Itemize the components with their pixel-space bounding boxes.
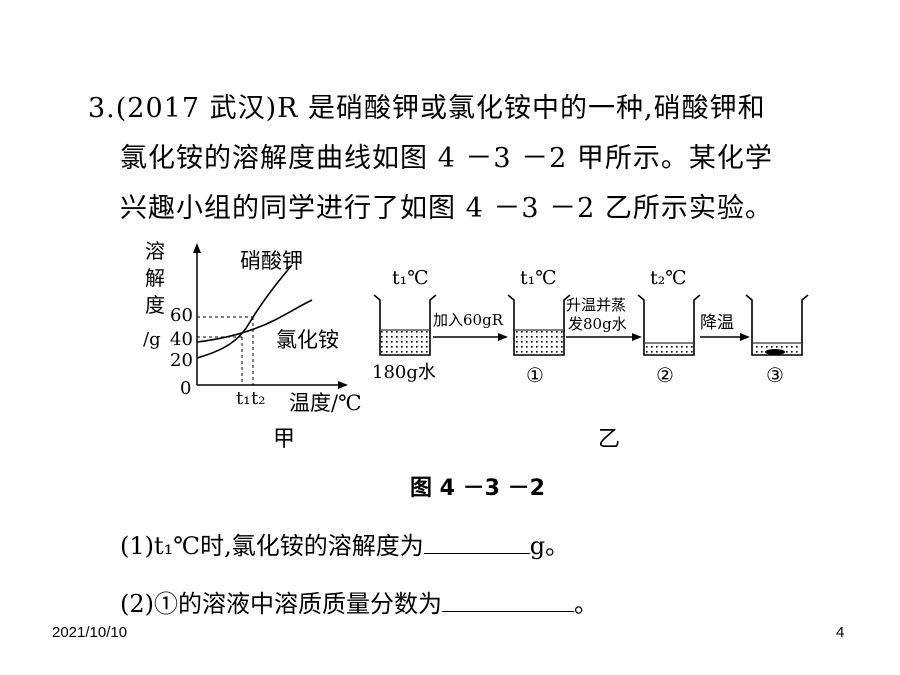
arrow-2-head bbox=[632, 333, 642, 341]
step-1-label: 加入60gR bbox=[433, 311, 504, 329]
beaker-2 bbox=[637, 294, 701, 356]
panel-label-yi: 乙 bbox=[598, 427, 620, 452]
sub-question-2: (2)①的溶液中溶质质量分数为 。 bbox=[120, 584, 598, 619]
step-2-label-line-1: 升温并蒸 bbox=[566, 296, 626, 314]
y-tick-0: 0 bbox=[180, 378, 191, 399]
sub-question-1-text: (1)t₁℃时,氯化铵的溶解度为 bbox=[120, 532, 424, 560]
y-axis-unit: /g bbox=[143, 329, 161, 350]
curve-label-nh4cl: 氯化铵 bbox=[276, 328, 339, 352]
answer-blank-1[interactable] bbox=[423, 551, 530, 554]
question-line-2: 氯化铵的溶解度曲线如图 4 －3 －2 甲所示。某化学 bbox=[120, 143, 773, 174]
beaker-0-label: 180g水 bbox=[372, 362, 436, 383]
arrow-3-head bbox=[740, 333, 750, 341]
sub-question-1: (1)t₁℃时,氯化铵的溶解度为 g。 bbox=[120, 526, 569, 561]
x-axis-arrow bbox=[338, 381, 348, 389]
arrow-1-head bbox=[498, 333, 508, 341]
y-tick-60: 60 bbox=[170, 305, 193, 326]
x-tick-t2: t₂ bbox=[251, 388, 265, 409]
curve-label-kno3: 硝酸钾 bbox=[240, 249, 303, 273]
curve-ammonium-chloride bbox=[196, 299, 313, 343]
step-2-label-line-2: 发80g水 bbox=[568, 315, 627, 333]
beaker-1-temp: t₁℃ bbox=[520, 267, 557, 289]
question-line-1: 3.(2017 武汉)R 是硝酸钾或氯化铵中的一种,硝酸钾和 bbox=[88, 93, 766, 124]
x-axis-label: 温度/℃ bbox=[289, 391, 362, 415]
sub-question-1-unit: g。 bbox=[529, 532, 570, 560]
answer-blank-2[interactable] bbox=[442, 609, 574, 612]
beaker-2-liquid bbox=[645, 343, 693, 354]
beaker-3-liquid bbox=[753, 343, 801, 354]
footer-date: 2021/10/10 bbox=[52, 624, 128, 641]
y-axis-label-char: 度 bbox=[145, 293, 165, 317]
beaker-1-liquid bbox=[515, 330, 563, 354]
y-axis-label-char: 溶 bbox=[145, 239, 165, 263]
sub-question-2-end: 。 bbox=[574, 590, 598, 618]
y-axis-arrow bbox=[193, 243, 201, 253]
y-tick-20: 20 bbox=[170, 350, 193, 371]
solubility-graph: 溶 解 度 /g 60 40 20 0 硝酸钾 氯化铵 t₁ t₂ 温度/℃ 甲 bbox=[143, 239, 362, 452]
beaker-0 bbox=[373, 294, 437, 356]
figure-4-3-2: 溶 解 度 /g 60 40 20 0 硝酸钾 氯化铵 t₁ t₂ 温度/℃ 甲… bbox=[143, 239, 809, 452]
beaker-3-crystals bbox=[765, 349, 785, 355]
y-tick-40: 40 bbox=[170, 329, 193, 350]
beaker-2-temp: t₂℃ bbox=[650, 267, 687, 289]
figure-caption: 图 4 －3 －2 bbox=[410, 476, 545, 501]
beaker-3-label: ③ bbox=[766, 363, 784, 387]
x-tick-t1: t₁ bbox=[236, 388, 250, 409]
beaker-0-liquid bbox=[381, 330, 429, 354]
panel-label-jia: 甲 bbox=[273, 427, 295, 452]
experiment-diagram: t₁℃ 180g水 加入60gR t₁℃ ① 升温并蒸 发80g水 t₂℃ ② … bbox=[372, 267, 809, 452]
footer-page-number: 4 bbox=[836, 624, 845, 641]
beaker-1 bbox=[507, 294, 571, 356]
beaker-0-temp: t₁℃ bbox=[392, 267, 429, 289]
sub-question-2-text: (2)①的溶液中溶质质量分数为 bbox=[120, 590, 442, 618]
step-3-label: 降温 bbox=[700, 313, 734, 333]
y-axis-label-char: 解 bbox=[145, 266, 165, 290]
curve-potassium-nitrate bbox=[196, 264, 293, 359]
beaker-3 bbox=[745, 294, 809, 356]
beaker-1-label: ① bbox=[526, 363, 544, 387]
question-line-3: 兴趣小组的同学进行了如图 4 －3 －2 乙所示实验。 bbox=[120, 193, 773, 224]
beaker-2-label: ② bbox=[656, 363, 674, 387]
